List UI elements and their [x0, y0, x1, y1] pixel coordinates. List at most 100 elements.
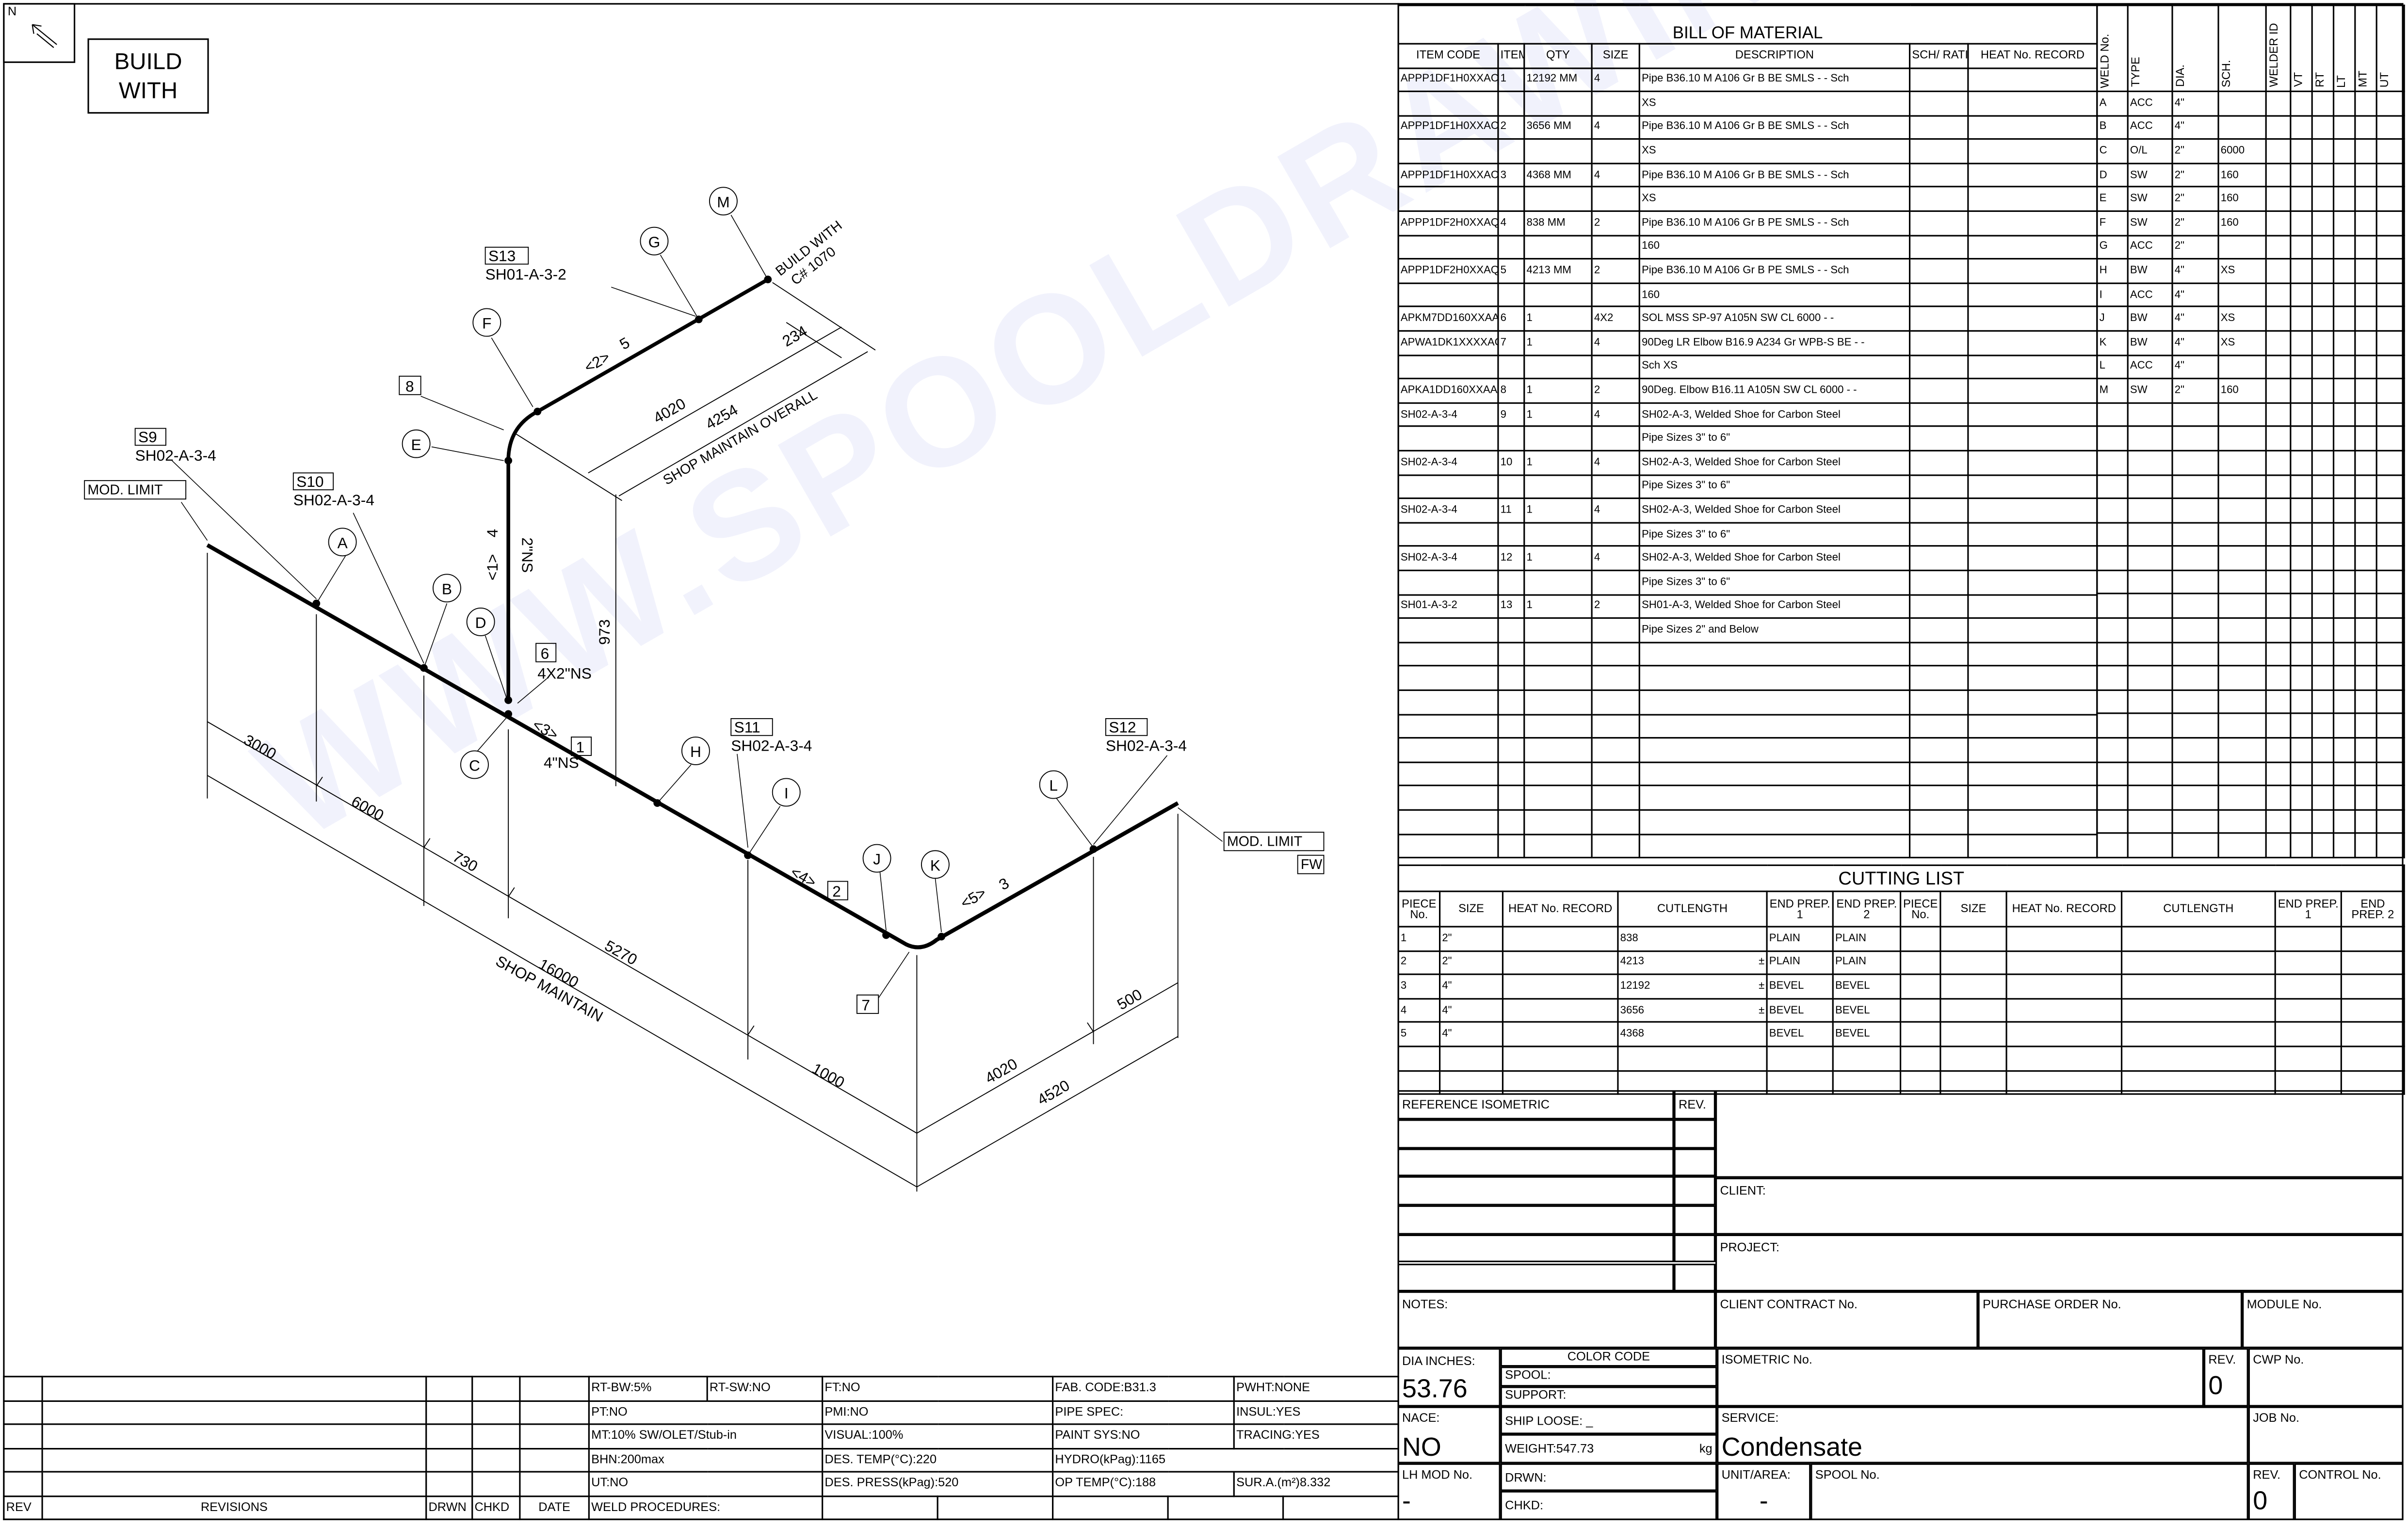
blank-cell: [2290, 737, 2313, 763]
blank-cell: [2096, 593, 2129, 619]
pipe-size-4in: 4"NS: [544, 754, 579, 771]
weld-header-cell: VT: [2290, 4, 2313, 92]
inspection-cell: [2332, 186, 2356, 212]
end-prep-2: PLAIN: [1832, 949, 1902, 976]
spec-op-temp: OP TEMP(°C):188: [1052, 1471, 1235, 1496]
weld-header-label: DIA.: [2173, 65, 2187, 88]
dimension-lines: [207, 282, 1179, 1192]
tag-boxes: [84, 246, 1325, 1014]
blank-cell: [1497, 713, 1525, 739]
item-description: Pipe B36.10 M A106 Gr B BE SMLS - - Sch: [1638, 114, 1911, 141]
blank-cell: [1497, 569, 1525, 595]
item-code: APPP1DF1H0XXAC: [1397, 114, 1499, 141]
item-code: APWA1DK1XXXXAC: [1397, 330, 1499, 356]
inspection-cell: [2354, 306, 2377, 332]
blank-cell: [2311, 498, 2335, 523]
inspection-cell: [2376, 282, 2405, 308]
pipe-size-2in: 2"NS: [519, 537, 536, 573]
weld-dia: 4": [2171, 282, 2219, 308]
blank-cell: [2354, 665, 2377, 691]
weld-dia: 4": [2171, 354, 2219, 380]
blank-cell: [1967, 713, 2098, 739]
dim-973: 973: [596, 619, 613, 645]
item-size: 4X2: [1591, 306, 1640, 332]
item-code: APPP1DF2H0XXAQ: [1397, 210, 1499, 236]
blank-cell: [2171, 569, 2219, 595]
heat-no-record: [1967, 378, 2098, 404]
tolerance-symbol: ±: [1759, 957, 1765, 968]
blank-cell: [1397, 785, 1499, 811]
blank-cell: [1591, 354, 1640, 380]
blank-cell: [1523, 234, 1593, 260]
weld-sch: [2217, 90, 2267, 116]
item-qty: 1: [1523, 450, 1593, 476]
blank-cell: [2332, 833, 2356, 859]
blank-cell: [2096, 473, 2129, 499]
sch-rating: [1908, 186, 1969, 212]
cutting-row: [1397, 1045, 2405, 1071]
sch-rating: [1908, 162, 1969, 188]
inspection-cell: [2354, 138, 2377, 164]
item-tag-7: 7: [861, 997, 870, 1014]
sch-rating: [1908, 594, 1969, 619]
item-description: Pipe Sizes 3" to 6": [1638, 521, 1911, 547]
blank-cell: [2290, 569, 2313, 595]
rev-label: REV.: [2208, 1352, 2236, 1367]
blank-cell: [1523, 617, 1593, 643]
inspection-cell: [2290, 378, 2313, 403]
blank-cell: [2217, 665, 2267, 691]
sch-rating: [1908, 617, 1969, 643]
blank-cell: [1591, 569, 1640, 595]
bom-header-cell: QTY: [1523, 42, 1593, 68]
sch-rating: [1908, 258, 1969, 284]
blank-cell: [2171, 665, 2219, 691]
weld-dia: 2": [2171, 138, 2219, 164]
blank-cell: [1638, 809, 1911, 835]
heat-no-record: [1967, 66, 2098, 93]
reference-row-cell: [1397, 1119, 1674, 1148]
blank-cell: [1899, 997, 1941, 1024]
item-tag-2: 2: [832, 883, 841, 900]
blank-cell: [1497, 426, 1525, 451]
blank-cell: [2340, 926, 2405, 951]
inspection-cell: [2265, 354, 2292, 380]
cutting-header-cell: PIECE No.: [1899, 890, 1941, 928]
cutting-header-cell: END PREP. 1: [1766, 890, 1834, 928]
weight-label: WEIGHT:: [1505, 1442, 1556, 1456]
blank-cell: [2265, 617, 2292, 643]
blank-cell: [1397, 521, 1499, 547]
blank-cell: [2376, 641, 2405, 667]
blank-cell: [1397, 737, 1499, 763]
item-qty: 1: [1523, 378, 1593, 404]
weld-bubble-i: I: [784, 785, 789, 802]
blank-cell: [2096, 569, 2129, 595]
blank-cell: [2354, 809, 2377, 835]
item-no: 9: [1497, 402, 1525, 428]
blank-cell: [2376, 713, 2405, 739]
inspection-cell: [2332, 378, 2356, 403]
item-code: APKA1DD160XXAA: [1397, 378, 1499, 404]
blank-cell: [2127, 833, 2173, 859]
heat-no-record: [1967, 186, 2098, 212]
cutting-header-cell: END PREP. 1: [2274, 890, 2342, 928]
sch-rating: [1908, 91, 1969, 116]
item-description: XS: [1638, 138, 1911, 164]
blank-cell: [2332, 785, 2356, 811]
blank-cell: [2096, 809, 2129, 835]
blank-cell: [2171, 641, 2219, 667]
build-with-line2: WITH: [118, 78, 178, 104]
sch-rating: [1908, 210, 1969, 236]
lh-mod-value: -: [1402, 1486, 1411, 1516]
blank-cell: [2265, 593, 2292, 619]
blank-cell: [2274, 1045, 2342, 1071]
weld-header-cell: SCH.: [2217, 4, 2267, 92]
weld-bubble-d: D: [475, 614, 486, 631]
inspection-cell: [2354, 186, 2377, 212]
weld-sch: 160: [2217, 210, 2267, 236]
blank-cell: [2340, 974, 2405, 999]
